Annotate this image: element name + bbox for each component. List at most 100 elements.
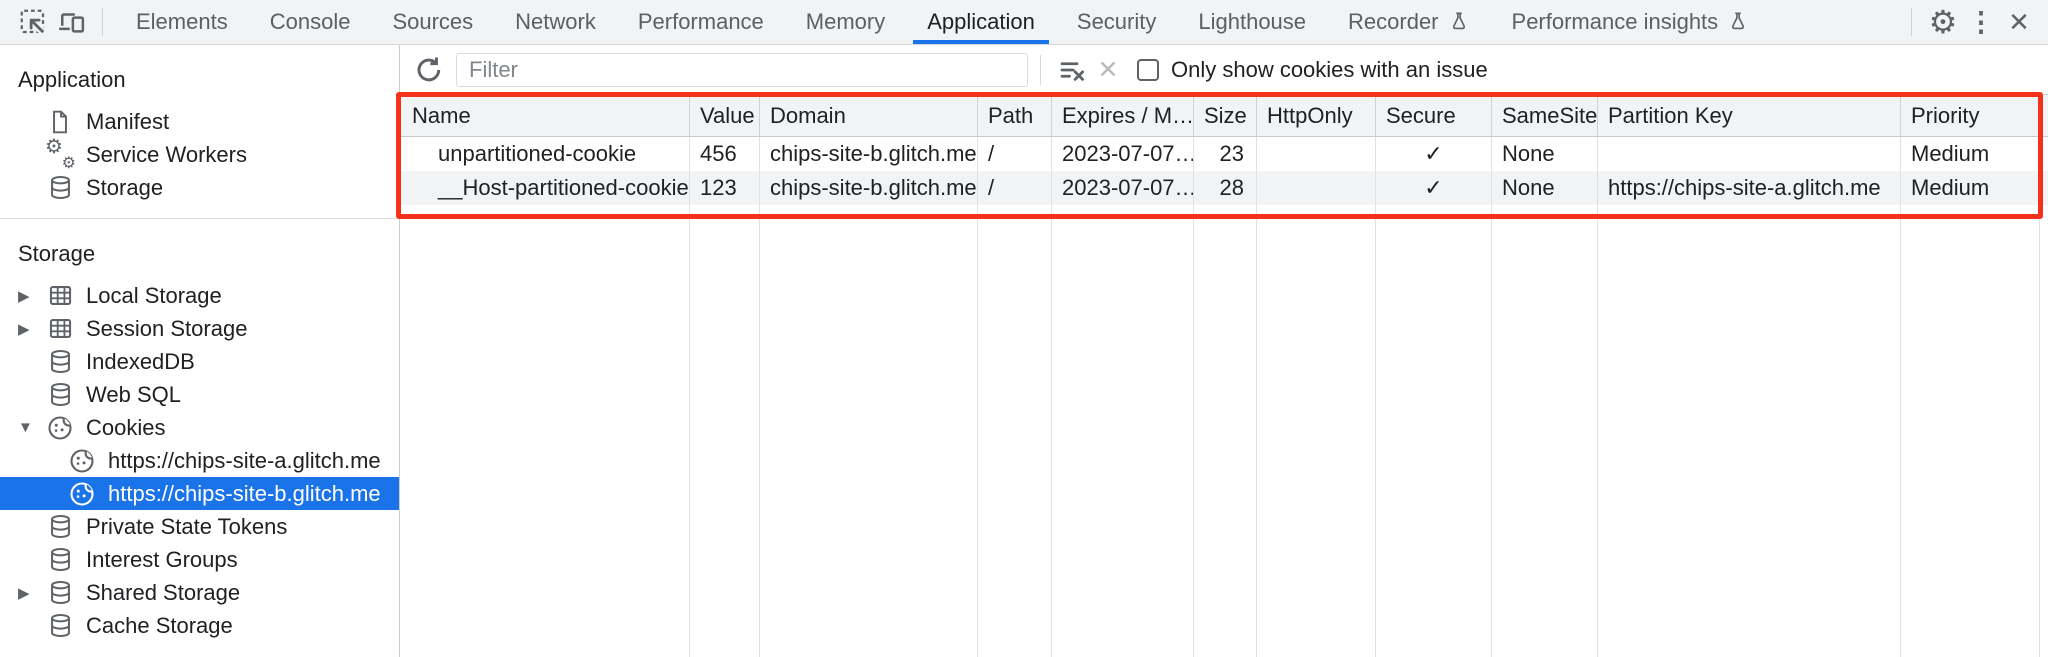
delete-selected-icon[interactable]: ✕	[1097, 55, 1119, 84]
close-icon[interactable]: ✕	[2000, 3, 2038, 41]
grid-filler	[1901, 205, 2040, 657]
sidebar-item-https-chips-site-a-glitch-me[interactable]: https://chips-site-a.glitch.me	[0, 444, 399, 477]
tab-recorder[interactable]: Recorder	[1327, 0, 1490, 44]
sidebar-item-cache-storage[interactable]: Cache Storage	[0, 609, 399, 642]
inspect-icon[interactable]	[14, 3, 52, 41]
sidebar-item-label: Local Storage	[86, 282, 222, 308]
settings-icon[interactable]: ⚙	[1924, 3, 1962, 41]
cell-name-row2[interactable]: __Host-partitioned-cookie	[400, 171, 690, 205]
column-header-partition-key[interactable]: Partition Key	[1598, 95, 1901, 137]
cell-partition-key-row1[interactable]	[1598, 137, 1901, 171]
table-icon	[44, 314, 76, 344]
cell-priority-row2[interactable]: Medium	[1901, 171, 2040, 205]
column-header-secure[interactable]: Secure	[1376, 95, 1492, 137]
cookie-icon	[66, 479, 98, 509]
column-header-path[interactable]: Path	[978, 95, 1052, 137]
sidebar-item-label: IndexedDB	[86, 348, 195, 374]
cell-httponly-row2[interactable]	[1257, 171, 1376, 205]
database-icon	[44, 347, 76, 377]
database-icon	[44, 173, 76, 203]
tab-console[interactable]: Console	[249, 0, 372, 44]
database-icon	[44, 545, 76, 575]
more-menu-icon[interactable]: ⋮	[1962, 3, 2000, 41]
sidebar-item-private-state-tokens[interactable]: Private State Tokens	[0, 510, 399, 543]
cell-name-row1[interactable]: unpartitioned-cookie	[400, 137, 690, 171]
sidebar-section-title-application: Application	[18, 67, 126, 92]
tab-memory[interactable]: Memory	[785, 0, 906, 44]
cell-expires-row1[interactable]: 2023-07-07…	[1052, 137, 1194, 171]
tab-application[interactable]: Application	[906, 0, 1056, 44]
column-header-name[interactable]: Name	[400, 95, 690, 137]
sidebar-item-label: Cache Storage	[86, 612, 233, 638]
database-icon	[44, 512, 76, 542]
sidebar-item-cookies[interactable]: ▼Cookies	[0, 411, 399, 444]
cell-samesite-row1[interactable]: None	[1492, 137, 1598, 171]
grid-filler	[760, 205, 978, 657]
issue-filter-label[interactable]: Only show cookies with an issue	[1171, 56, 1488, 82]
sidebar-item-manifest[interactable]: Manifest	[0, 105, 399, 138]
expand-arrow-icon[interactable]: ▶	[18, 320, 30, 338]
expand-arrow-icon[interactable]: ▶	[18, 584, 30, 602]
refresh-icon[interactable]	[410, 51, 448, 89]
column-header-size[interactable]: Size	[1194, 95, 1257, 137]
sidebar-item-label: https://chips-site-a.glitch.me	[108, 447, 381, 473]
cell-size-row2[interactable]: 28	[1194, 171, 1257, 205]
tabbar-right-controls: ⚙ ⋮ ✕	[1899, 3, 2048, 41]
filter-input[interactable]	[456, 52, 1028, 87]
tab-network[interactable]: Network	[494, 0, 617, 44]
cell-secure-row2[interactable]: ✓	[1376, 171, 1492, 205]
sidebar-item-local-storage[interactable]: ▶ Local Storage	[0, 279, 399, 312]
clear-filter-icon[interactable]	[1053, 51, 1091, 89]
column-header-priority[interactable]: Priority	[1901, 95, 2040, 137]
sidebar-item-service-workers[interactable]: ⚙⚙Service Workers	[0, 137, 399, 172]
tab-elements[interactable]: Elements	[115, 0, 249, 44]
cell-domain-row2[interactable]: chips-site-b.glitch.me	[760, 171, 978, 205]
cell-value-row2[interactable]: 123	[690, 171, 760, 205]
cell-path-row1[interactable]: /	[978, 137, 1052, 171]
expand-arrow-icon[interactable]: ▼	[18, 419, 33, 436]
cell-value-row1[interactable]: 456	[690, 137, 760, 171]
cell-priority-row1[interactable]: Medium	[1901, 137, 2040, 171]
sidebar-item-indexeddb[interactable]: IndexedDB	[0, 345, 399, 378]
tab-performance-insights[interactable]: Performance insights	[1491, 0, 1771, 44]
column-header-samesite[interactable]: SameSite	[1492, 95, 1598, 137]
sidebar-item-interest-groups[interactable]: Interest Groups	[0, 543, 399, 576]
column-header-value[interactable]: Value	[690, 95, 760, 137]
sidebar-item-session-storage[interactable]: ▶Session Storage	[0, 312, 399, 345]
grid-filler	[978, 205, 1052, 657]
cell-domain-row1[interactable]: chips-site-b.glitch.me	[760, 137, 978, 171]
sidebar-item-web-sql[interactable]: Web SQL	[0, 378, 399, 411]
column-header-httponly[interactable]: HttpOnly	[1257, 95, 1376, 137]
device-toolbar-icon[interactable]	[52, 3, 90, 41]
column-header-expires[interactable]: Expires / M…	[1052, 95, 1194, 137]
sidebar-item-storage[interactable]: Storage	[0, 171, 399, 204]
cell-samesite-row2[interactable]: None	[1492, 171, 1598, 205]
cell-path-row2[interactable]: /	[978, 171, 1052, 205]
cell-expires-row2[interactable]: 2023-07-07…	[1052, 171, 1194, 205]
cell-partition-key-row2[interactable]: https://chips-site-a.glitch.me	[1598, 171, 1901, 205]
expand-arrow-icon[interactable]: ▶	[18, 287, 30, 305]
sidebar-item-https-chips-site-b-glitch-me[interactable]: https://chips-site-b.glitch.me	[0, 477, 399, 510]
tab-label: Lighthouse	[1198, 9, 1307, 34]
issue-filter-checkbox[interactable]	[1137, 58, 1159, 81]
cell-secure-row1[interactable]: ✓	[1376, 137, 1492, 171]
cell-size-row1[interactable]: 23	[1194, 137, 1257, 171]
sidebar-item-shared-storage[interactable]: ▶Shared Storage	[0, 576, 399, 609]
toolbar-divider	[1040, 54, 1041, 85]
sidebar-item-label: https://chips-site-b.glitch.me	[108, 480, 381, 506]
tab-security[interactable]: Security	[1056, 0, 1177, 44]
grid-filler	[1052, 205, 1194, 657]
sidebar-item-label: Storage	[86, 174, 164, 200]
tab-lighthouse[interactable]: Lighthouse	[1177, 0, 1327, 44]
grid-filler	[1376, 205, 1492, 657]
tab-sources[interactable]: Sources	[371, 0, 494, 44]
sidebar-item-label: Web SQL	[86, 381, 181, 407]
cookies-panel: ✕ Only show cookies with an issue NameVa…	[400, 45, 2048, 657]
column-header-domain[interactable]: Domain	[760, 95, 978, 137]
cell-httponly-row1[interactable]	[1257, 137, 1376, 171]
tab-performance[interactable]: Performance	[617, 0, 785, 44]
